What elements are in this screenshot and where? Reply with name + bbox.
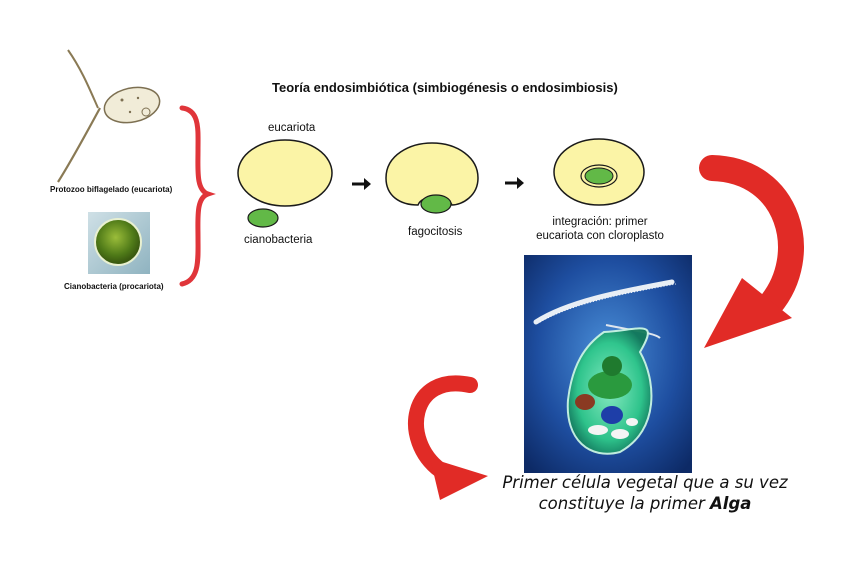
arrow-right-icon [505,177,524,189]
cianobacteria-image [88,212,150,274]
cianobacteria-label: Cianobacteria (procariota) [64,282,164,291]
engulfed-cianobacteria [420,194,452,214]
fagocitosis-label: fagocitosis [408,226,463,238]
protozoo-label: Protozoo biflagelado (eucariota) [50,185,173,194]
caption-line2: constituye la primer Alga [500,493,790,514]
arrow-right-icon [352,178,371,190]
fagocitosis-cell [385,142,479,206]
chloroplast [584,167,614,185]
curved-arrow-icon [408,375,488,500]
caption: Primer célula vegetal que a su vez const… [500,472,790,514]
curved-arrow-icon [699,155,804,348]
diagram-title: Teoría endosimbiótica (simbiogénesis o e… [272,80,618,95]
cianobacteria-shape [247,208,279,228]
alga-illustration [524,255,692,473]
eucariota-cell [237,139,333,207]
curly-bracket [179,105,216,287]
protozoo-image [57,49,161,183]
integration-label-line1: integración: primer [552,216,648,228]
integration-label-line2: eucariota con cloroplasto [536,230,664,242]
eucariota-label: eucariota [268,122,316,134]
caption-line2-text: constituye la primer [538,494,711,513]
caption-alga: Alga [710,494,752,513]
cianobacteria-stage-label: cianobacteria [244,234,313,246]
caption-line1: Primer célula vegetal que a su vez [502,473,788,492]
